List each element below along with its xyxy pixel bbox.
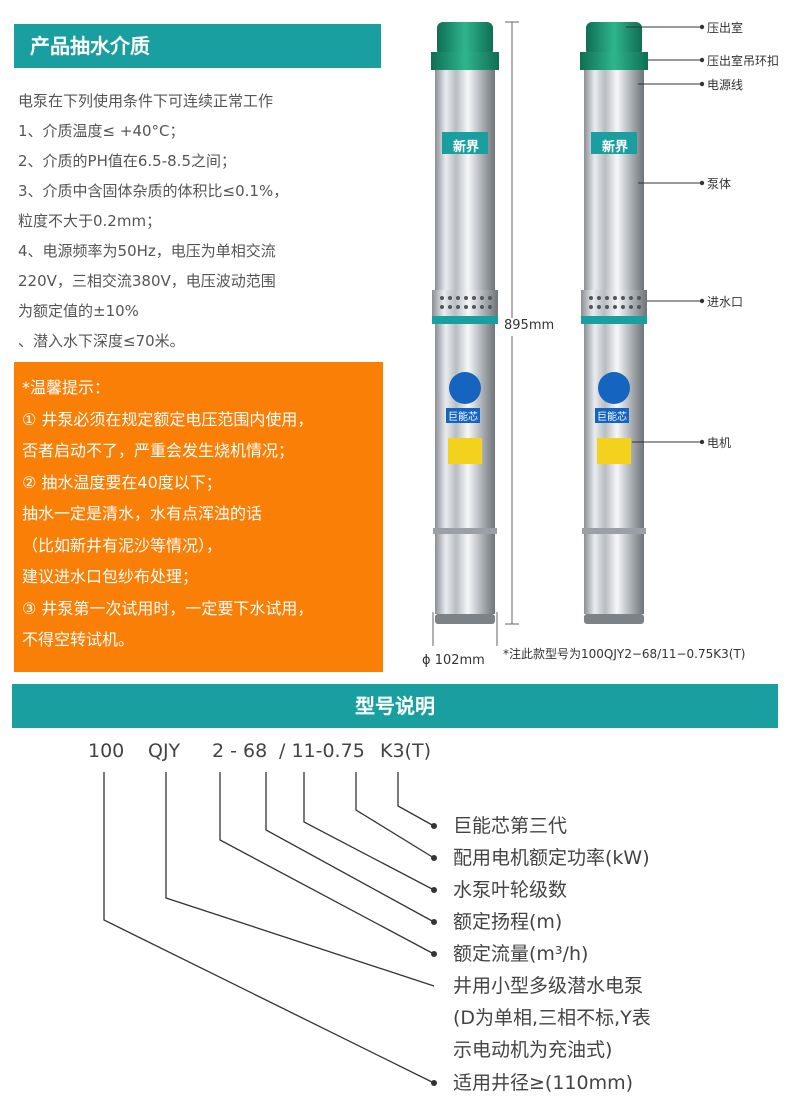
leader-dot [431,1080,437,1086]
tip-line: 否者启动不了，严重会发生烧机情况； [22,441,295,460]
tip-line: ③ 井泵第一次试用时，一定要下水试用， [22,598,314,618]
diameter-dimension: ϕ 102mm [422,653,485,668]
pump-right-seam [582,528,646,534]
tip-line: 抽水一定是清水，水有点浑浊的话 [22,504,263,523]
pump-right-inlet-holes [589,296,641,309]
pump-right-ring [580,52,648,70]
callout-dots [699,24,705,445]
leader-type [165,772,435,987]
tips-box: *温馨提示： ① 井泵必须在规定额定电压范围内使用， 否者启动不了，严重会发生烧… [14,362,383,672]
part-label-body: 泵体 [707,177,732,191]
pump-left-band [432,316,498,324]
part-label-inlet: 进水口 [707,295,744,309]
leader-dot [431,887,437,893]
medium-conditions: 电泵在下列使用条件下可连续正常工作 1、介质温度≤ +40°C； 2、介质的PH… [18,86,378,356]
code-part-diameter: 100 [88,740,125,762]
pump-right-body [584,70,644,290]
pump-right-inlet [581,290,647,316]
explain-type-note-2: 示电动机为充油式) [453,1039,613,1061]
leader-head [265,772,435,923]
medium-line: 粒度不大于0.2mm； [18,212,162,230]
pump-left-label [442,132,488,154]
code-part-series: K3(T) [380,740,431,762]
pump-right-badge-text: 巨能芯 [595,408,629,423]
model-title: 型号说明 [12,684,778,728]
medium-line: 220V，三相交流380V，电压波动范围 [18,272,276,290]
pump-right-sticker [597,438,631,464]
explain-power: 配用电机额定功率(kW) [453,847,650,869]
tip-line: 建议进水口包纱布处理； [22,567,199,586]
medium-line: 3、介质中含固体杂质的体积比≤0.1%， [18,182,289,200]
part-label-cable: 电源线 [707,78,744,92]
medium-line: 为额定值的±10% [18,302,139,320]
part-label-hook: 压出室吊环扣 [707,54,780,68]
leader-dot [431,951,437,957]
model-note: *注此款型号为100QJY2−68/11−0.75K3(T) [503,647,746,661]
pump-right-band [581,316,647,324]
leader-k3 [397,772,435,827]
explain-flow: 额定流量(m³/h) [453,943,589,965]
tip-line: ① 井泵必须在规定额定电压范围内使用， [22,409,314,429]
code-part-flow-head: 2 - 68 [212,740,268,762]
pump-left-inlet-holes [440,296,492,309]
pump-left [431,22,499,624]
explain-head: 额定扬程(m) [453,911,563,933]
pump-left-sticker [448,438,482,464]
pump-drawing [431,21,705,646]
pump-left-base [435,614,495,624]
leader-flow [219,772,435,955]
pump-right-base [584,614,644,624]
pump-illustration: 新界 新界 巨能芯 巨能芯 895mm ϕ 102mm *注此款型号为100QJ… [400,0,790,690]
medium-line: 2、介质的PH值在6.5-8.5之间； [18,152,236,170]
pump-left-ring [431,52,499,70]
part-label-discharge: 压出室 [707,21,744,35]
tip-line: *温馨提示： [22,378,111,397]
pump-left-brand: 新界 [453,140,480,155]
explain-stages: 水泵叶轮级数 [453,879,568,901]
pump-left-seam [433,528,497,534]
explain-well-diameter: 适用井径≥(110mm) [453,1072,634,1094]
pump-left-body [435,70,495,290]
height-dimension: 895mm [504,318,555,333]
part-label-motor: 电机 [707,436,732,450]
tip-line: 不得空转试机。 [22,630,135,649]
explain-series: 巨能芯第三代 [453,815,568,837]
code-part-stage-power: / 11-0.75 [279,740,365,762]
tip-line: ② 抽水温度要在40度以下； [22,472,222,492]
medium-line: 4、电源频率为50Hz，电压为单相交流 [18,242,276,260]
explain-type: 井用小型多级潜水电泵 [453,975,644,997]
leader-dot [431,919,437,925]
pump-left-inlet [432,290,498,316]
tip-line: （比如新井有泥沙等情况）， [22,535,223,555]
pump-right-badge [598,372,630,404]
pump-right [580,22,648,624]
leader-stage [303,772,435,891]
explain-type-note: (D为单相,三相不标,Y表 [453,1007,651,1029]
leader-diameter [103,772,435,1084]
medium-title: 产品抽水介质 [14,24,381,68]
pump-left-motor [435,324,495,614]
medium-line: 电泵在下列使用条件下可连续正常工作 [18,92,274,110]
pump-left-badge-text: 巨能芯 [446,408,480,423]
pump-right-motor [584,324,644,614]
medium-line: 、潜入水下深度≤70米。 [18,332,185,350]
leader-dot [431,823,437,829]
pump-left-head [437,22,493,56]
pump-right-label [591,132,637,154]
pump-left-badge [449,372,481,404]
code-part-type: QJY [148,740,181,762]
callout-leaders [626,26,702,443]
pump-right-head [586,22,642,56]
pump-right-brand: 新界 [602,140,629,155]
leader-power [355,772,435,859]
medium-line: 1、介质温度≤ +40°C； [18,122,185,140]
leader-dot [431,855,437,861]
